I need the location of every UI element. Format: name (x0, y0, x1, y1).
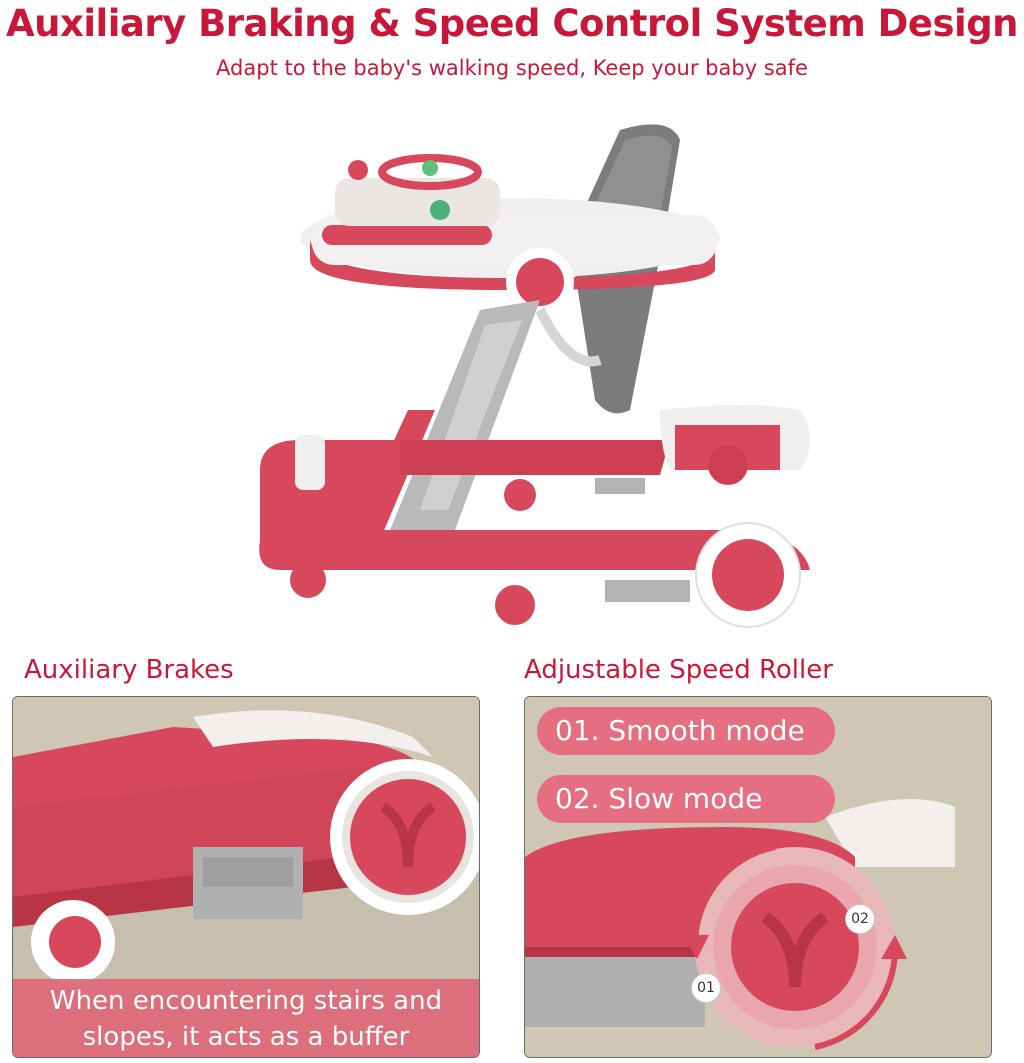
speed-roller-label: Adjustable Speed Roller (524, 655, 833, 685)
brakes-caption-line-2: slopes, it acts as a buffer (82, 1022, 410, 1052)
dial-marker-02: 02 (845, 904, 875, 934)
rotate-arrows-icon (683, 844, 907, 1050)
auxiliary-brakes-label: Auxiliary Brakes (24, 655, 234, 685)
brakes-panel: When encountering stairs and slopes, it … (12, 696, 480, 1058)
smooth-mode-badge: 01. Smooth mode (537, 707, 835, 755)
baby-walker-image (240, 110, 840, 640)
speed-roller-panel: 01. Smooth mode 02. Slow mode 02 01 (524, 696, 992, 1058)
page-subtitle: Adapt to the baby's walking speed, Keep … (216, 56, 808, 80)
page-title: Auxiliary Braking & Speed Control System… (5, 2, 1019, 45)
slow-mode-badge: 02. Slow mode (537, 775, 835, 823)
speed-roller-image (525, 697, 991, 1057)
dial-marker-01: 01 (691, 973, 721, 1003)
brakes-caption-line-1: When encountering stairs and (49, 986, 443, 1016)
brakes-caption: When encountering stairs and slopes, it … (13, 979, 479, 1057)
